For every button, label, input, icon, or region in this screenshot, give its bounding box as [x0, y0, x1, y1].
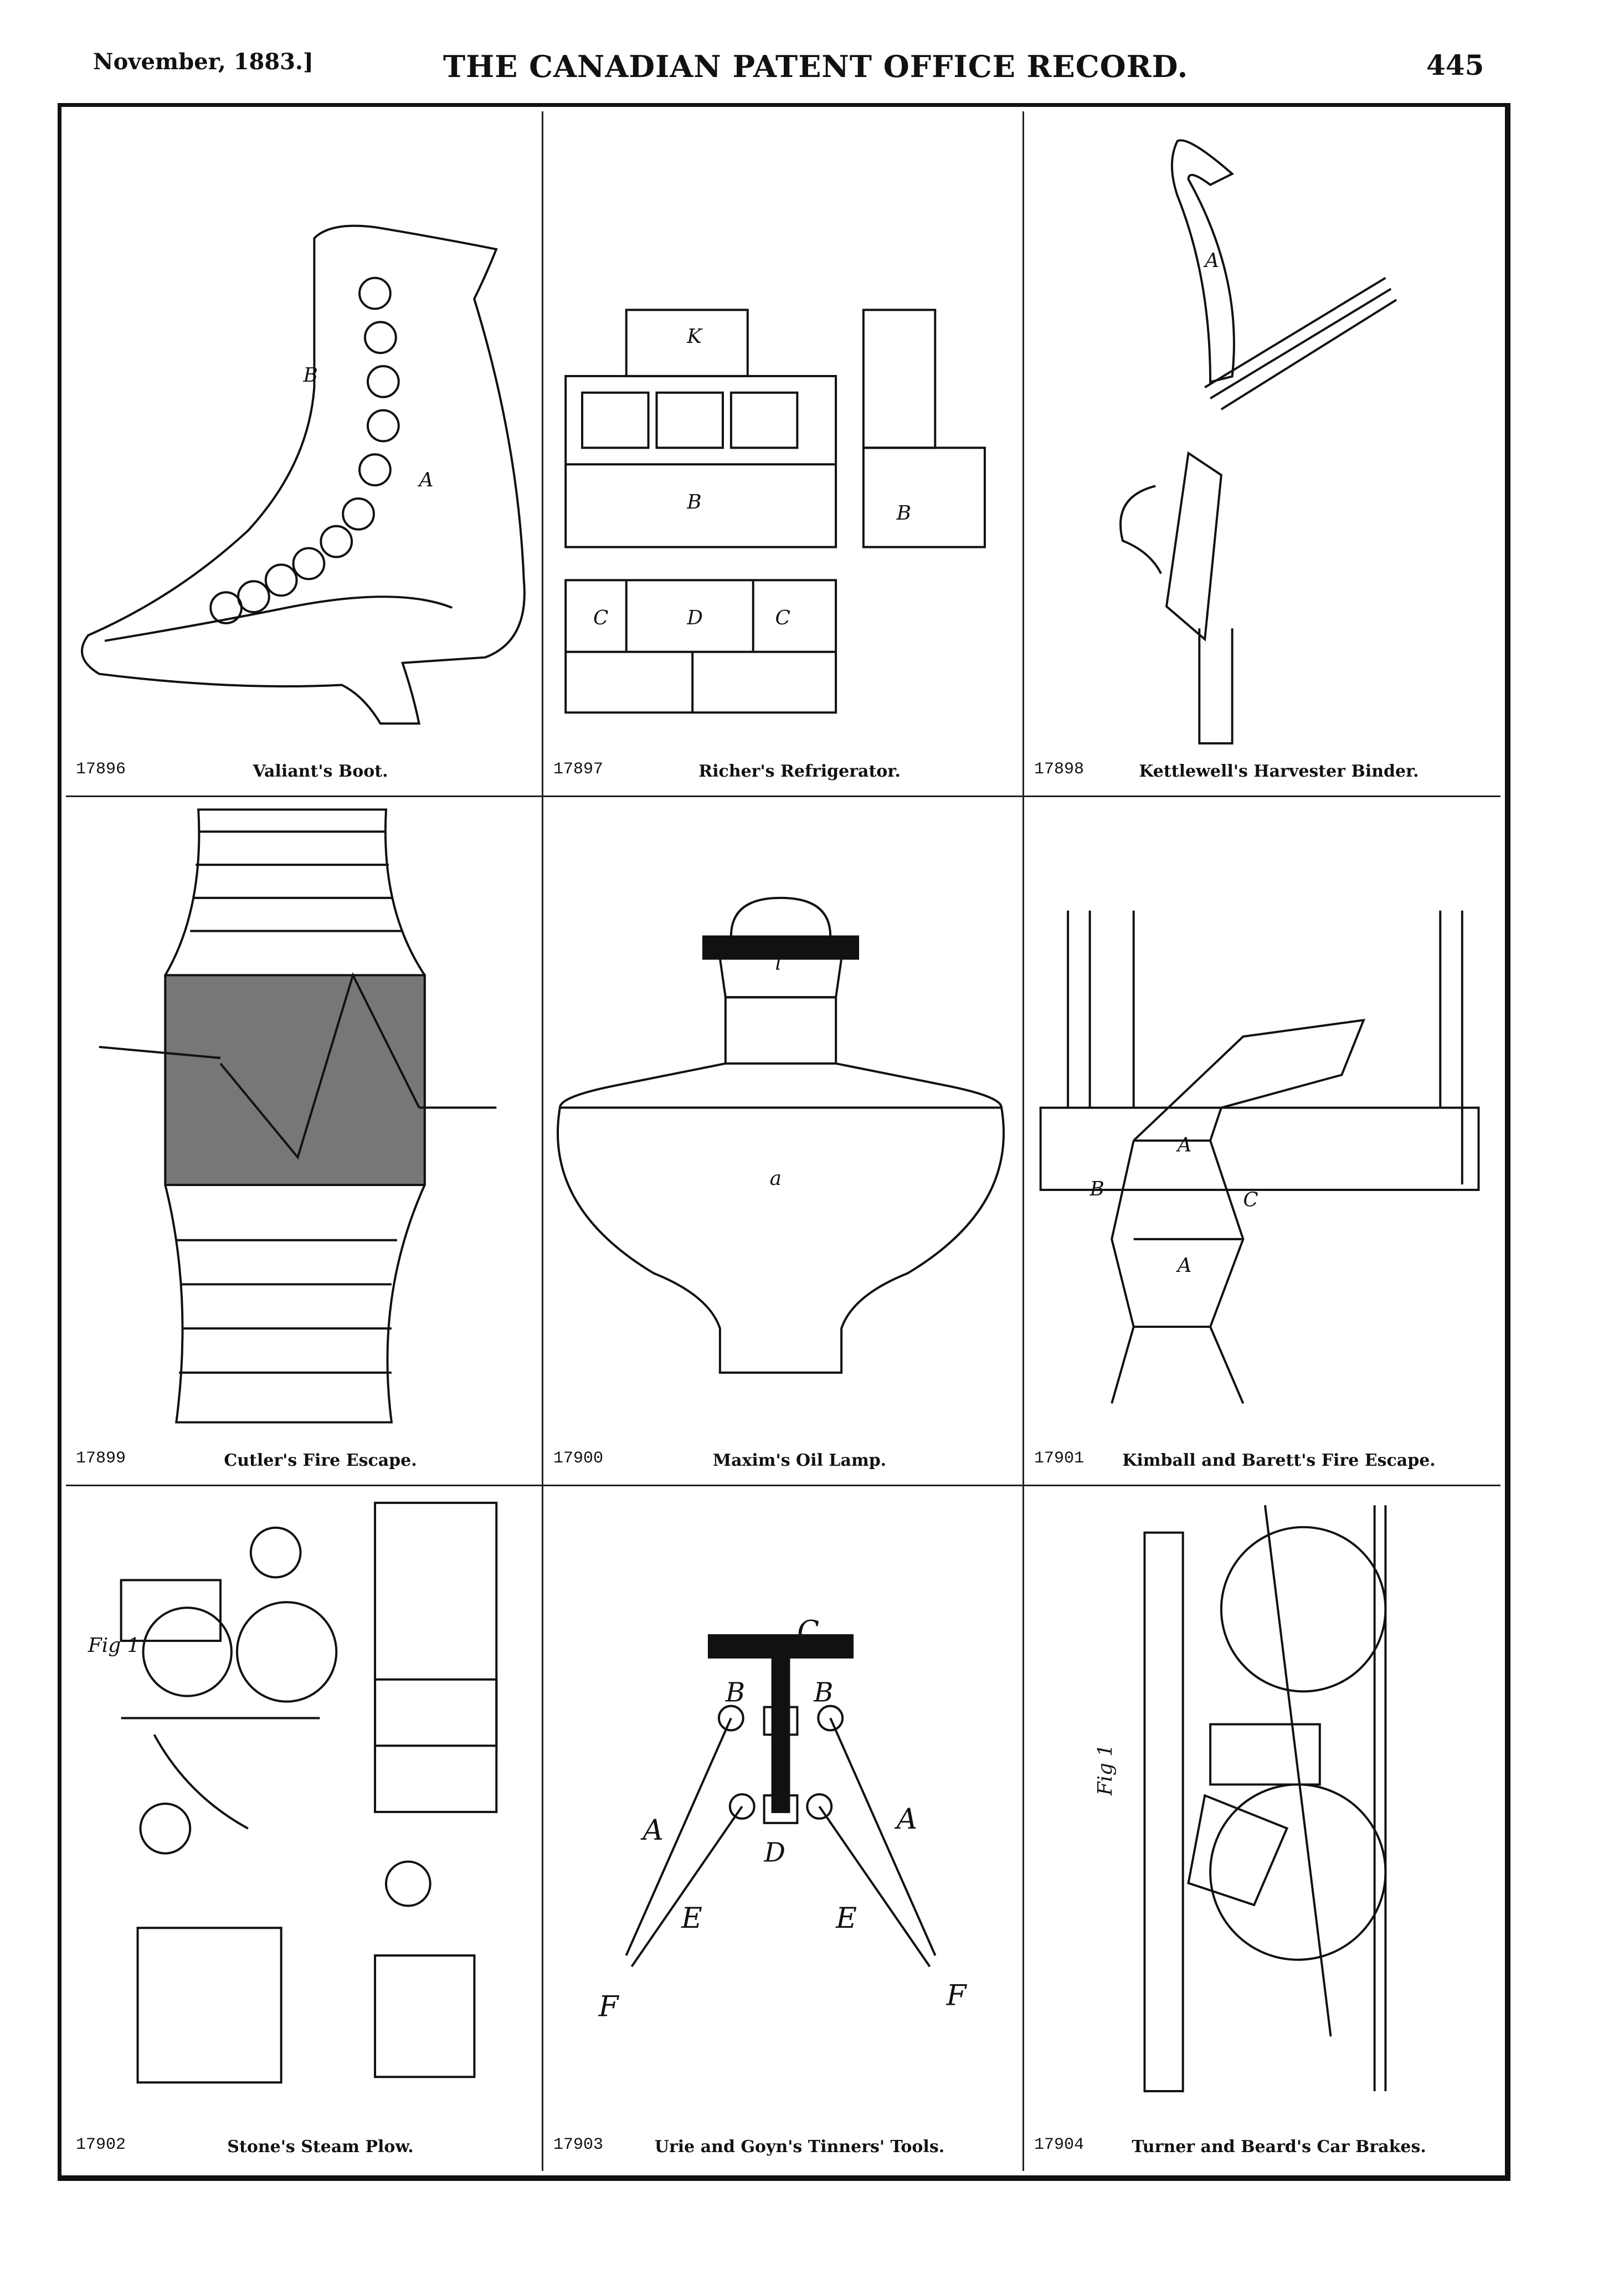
- svg-text:E: E: [681, 1902, 702, 1935]
- patent-number: 17896: [76, 760, 126, 779]
- patent-number: 17902: [76, 2135, 126, 2154]
- patent-cell: Fig 1 17902 Stone's Steam Plow.: [66, 1486, 543, 2171]
- svg-text:B: B: [813, 1678, 833, 1708]
- svg-text:C: C: [775, 607, 790, 629]
- svg-text:A: A: [1176, 1134, 1192, 1157]
- patent-caption: Maxim's Oil Lamp.: [712, 1451, 887, 1470]
- patent-number: 17899: [76, 1449, 126, 1468]
- svg-text:C: C: [593, 607, 608, 629]
- header-date: November, 1883.]: [93, 49, 314, 75]
- svg-text:l: l: [775, 952, 782, 974]
- svg-text:A: A: [640, 1814, 663, 1847]
- svg-text:A: A: [1203, 249, 1219, 272]
- oil-lamp-illustration: al: [557, 896, 1005, 1374]
- svg-text:D: D: [764, 1838, 785, 1868]
- svg-text:A: A: [895, 1803, 917, 1836]
- svg-text:Fig 1: Fig 1: [1094, 1744, 1117, 1796]
- svg-text:K: K: [686, 325, 703, 348]
- patent-cell: K B B D C C 17897 Richer's Refrigerator.: [543, 111, 1024, 797]
- harvester-binder-illustration: A: [1119, 139, 1397, 745]
- svg-text:B: B: [303, 364, 318, 387]
- patent-number: 17901: [1034, 1449, 1085, 1468]
- svg-text:A: A: [1176, 1254, 1192, 1277]
- patent-caption: Cutler's Fire Escape.: [224, 1451, 417, 1470]
- patent-caption: Kimball and Barett's Fire Escape.: [1122, 1451, 1436, 1470]
- patent-number: 17904: [1034, 2135, 1085, 2154]
- car-brakes-illustration: Fig 1: [1094, 1505, 1387, 2092]
- patent-number: 17900: [553, 1449, 604, 1468]
- svg-text:F: F: [598, 1990, 620, 2024]
- patent-cell: Fig 1 17904 Turner and Beard's Car Brake…: [1024, 1486, 1500, 2171]
- patent-cell: A A B C 17901 Kimball and Barett's Fire Esc…: [1024, 797, 1500, 1486]
- boot-illustration: BA: [81, 224, 526, 725]
- svg-text:B: B: [686, 491, 701, 514]
- patent-number: 17897: [553, 760, 604, 779]
- svg-text:Fig 1: Fig 1: [88, 1634, 140, 1657]
- patent-caption: Valiant's Boot.: [253, 762, 388, 781]
- patent-caption: Richer's Refrigerator.: [698, 762, 901, 781]
- refrigerator-illustration: K B B D C C: [564, 309, 986, 714]
- patent-number: 17903: [553, 2135, 604, 2154]
- patent-caption: Kettlewell's Harvester Binder.: [1139, 762, 1419, 781]
- svg-text:F: F: [945, 1979, 967, 2013]
- patent-caption: Turner and Beard's Car Brakes.: [1132, 2137, 1426, 2157]
- svg-text:B: B: [725, 1678, 745, 1708]
- patent-caption: Stone's Steam Plow.: [227, 2137, 414, 2157]
- page-title: THE CANADIAN PATENT OFFICE RECORD.: [443, 49, 1189, 84]
- kimball-fire-escape-illustration: A A B C: [1039, 910, 1480, 1404]
- svg-text:B: B: [896, 502, 911, 525]
- svg-text:D: D: [686, 607, 703, 629]
- svg-text:A: A: [418, 469, 434, 491]
- svg-text:a: a: [770, 1167, 782, 1190]
- patent-caption: Urie and Goyn's Tinners' Tools.: [654, 2137, 945, 2157]
- patent-number: 17898: [1034, 760, 1085, 779]
- page-number: 445: [1426, 49, 1484, 81]
- patent-cell: 17899 Cutler's Fire Escape.: [66, 797, 543, 1486]
- svg-text:E: E: [835, 1902, 857, 1935]
- svg-text:C: C: [1243, 1189, 1258, 1211]
- cutler-fire-escape-illustration: [99, 808, 497, 1424]
- svg-text:C: C: [797, 1615, 819, 1648]
- svg-text:B: B: [1089, 1178, 1104, 1200]
- patent-cell: A 17898 Kettlewell's Harvester Binder.: [1024, 111, 1500, 797]
- steam-plow-illustration: Fig 1: [88, 1501, 498, 2084]
